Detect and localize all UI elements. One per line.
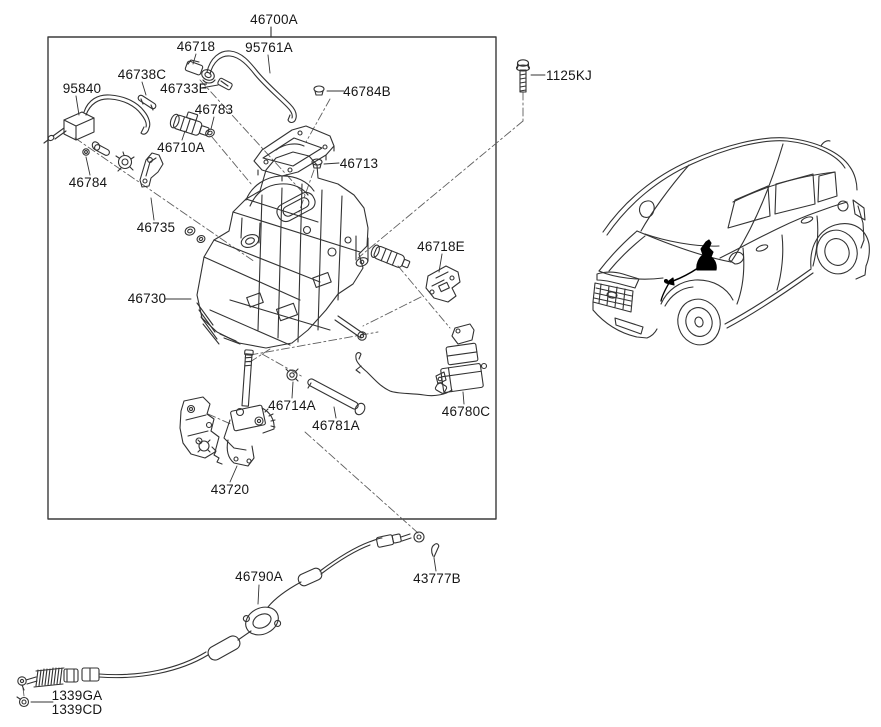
lever-support-bracket [179,396,223,465]
part-label-46718: 46718 [176,39,216,54]
part-label-46733E: 46733E [160,81,208,96]
assembly-centerlines [22,79,524,697]
upper-cover-bracket [253,125,335,182]
part-label-1125KJ: 1125KJ [546,68,592,83]
part-label-46738C: 46738C [117,67,167,82]
part-label-95761A: 95761A [245,40,293,55]
part-46738c-pin [137,94,157,111]
part-label-46730: 46730 [127,291,167,306]
part-95761a-harness [206,50,297,123]
part-46718e-bracket [425,265,461,303]
leader-lines [30,53,546,703]
part-46780c-actuator [355,323,488,397]
part-46718-switch [184,59,216,84]
part-label-43777B: 43777B [413,571,461,586]
part-label-46735: 46735 [136,220,176,235]
pivot-pin-and-bushing [91,141,135,172]
part-label-46713: 46713 [339,156,379,171]
washers [184,226,206,244]
part-46714a-nut [285,368,299,382]
part-1339-grommet [16,696,30,708]
part-label-46784B: 46784B [343,84,391,99]
part-46735-bracket [139,152,164,188]
part-46710a-solenoid [169,111,210,136]
part-46781a-pin [307,378,366,416]
part-label-46718E: 46718E [417,239,465,254]
part-label-1339CD: 1339CD [51,702,103,717]
part-43777b-clip [431,543,440,558]
vehicle-illustration [592,137,870,346]
part-43720-lever [223,349,276,467]
part-label-46714A: 46714A [268,398,316,413]
part-label-95840: 95840 [62,81,102,96]
part-label-46710A: 46710A [157,140,205,155]
part-46783-ring [205,128,215,138]
part-46733e-clip [217,77,233,91]
part-46730-housing [196,151,411,349]
part-label-46783: 46783 [194,102,234,117]
part-label-46780C: 46780C [441,404,491,419]
part-label-1339GA: 1339GA [51,688,103,703]
part-label-43720: 43720 [210,482,250,497]
part-95840-solenoid [43,94,151,144]
part-label-46784: 46784 [68,175,108,190]
part-46784b-cap [313,85,325,96]
part-label-46790A: 46790A [235,569,283,584]
part-46784-cap [82,148,90,156]
diagram-frame [47,26,497,520]
part-1125kj-bolt [515,59,531,93]
part-46790a-cable [17,531,425,691]
part-label-46781A: 46781A [312,418,360,433]
part-label-46700A: 46700A [250,12,298,27]
